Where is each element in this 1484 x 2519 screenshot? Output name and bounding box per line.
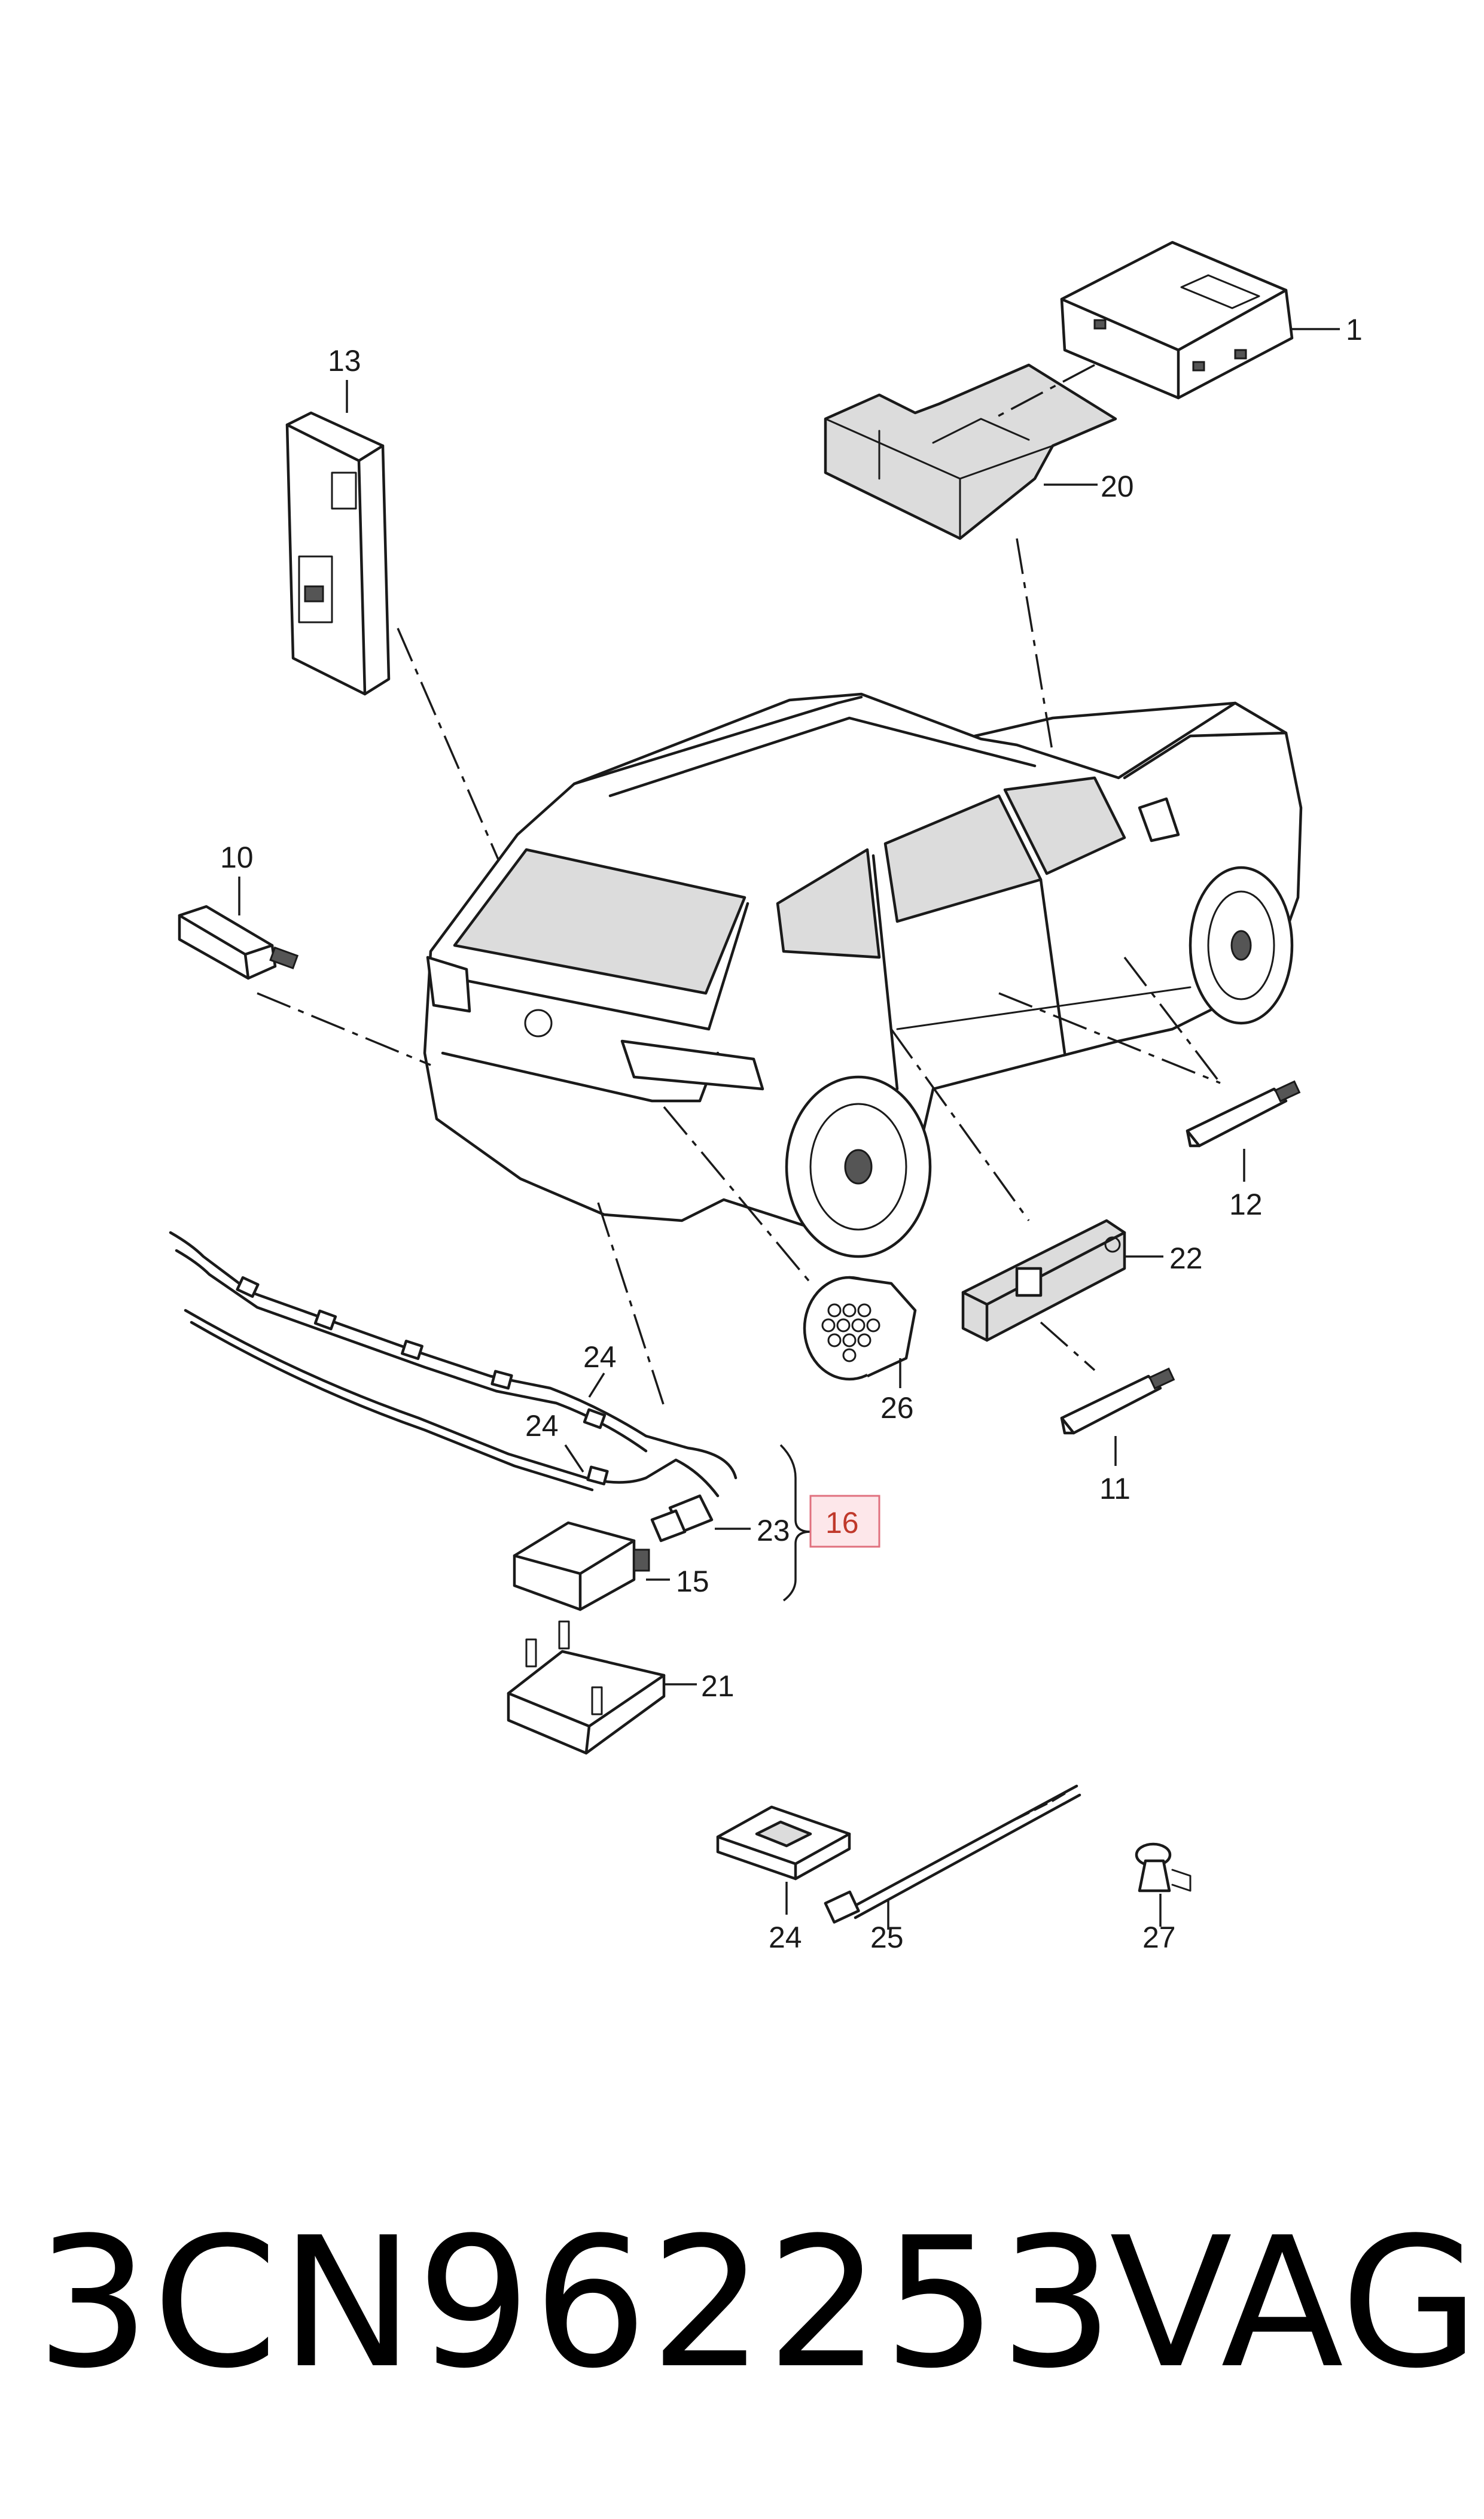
- callout-22: 22: [1169, 1242, 1203, 1275]
- part-27-push-clip: [1135, 1842, 1192, 1893]
- callout-15: 15: [676, 1565, 709, 1598]
- callout-24c: 24: [769, 1921, 802, 1954]
- part-21-cover: [507, 1620, 666, 1755]
- part-number: 3CN962253: [36, 2199, 1116, 2408]
- part-11-antenna: [1060, 1367, 1175, 1435]
- part-10-antenna: [178, 905, 299, 980]
- part-26-connector: [803, 1276, 917, 1381]
- callout-10: 10: [220, 841, 254, 874]
- callout-12: 12: [1229, 1188, 1263, 1221]
- callout-20: 20: [1101, 470, 1134, 503]
- callout-26: 26: [880, 1391, 914, 1425]
- callout-11: 11: [1099, 1472, 1130, 1505]
- vehicle-suv: [423, 692, 1303, 1258]
- part-16-wiring-harness: [169, 1231, 738, 1611]
- brand-label: VAG: [1110, 2199, 1480, 2408]
- part-20-bracket: [824, 363, 1117, 540]
- callout-23: 23: [757, 1514, 790, 1547]
- callout-13: 13: [328, 344, 361, 378]
- callout-16: 16: [825, 1506, 859, 1540]
- part-25-cable-tie: [824, 1784, 1081, 1924]
- callout-16-highlight: 16: [809, 1495, 880, 1548]
- callout-1: 1: [1346, 313, 1363, 346]
- part-13-control-unit: [285, 411, 391, 696]
- part-1-control-module: [1060, 241, 1294, 400]
- callout-27: 27: [1142, 1921, 1176, 1954]
- part-22-bracket: [961, 1219, 1126, 1342]
- callout-24a: 24: [583, 1340, 617, 1374]
- callout-25: 25: [870, 1921, 904, 1954]
- callout-21: 21: [701, 1669, 735, 1703]
- part-24-clip: [716, 1805, 851, 1881]
- part-12-antenna: [1186, 1080, 1301, 1148]
- callout-24b: 24: [525, 1409, 559, 1443]
